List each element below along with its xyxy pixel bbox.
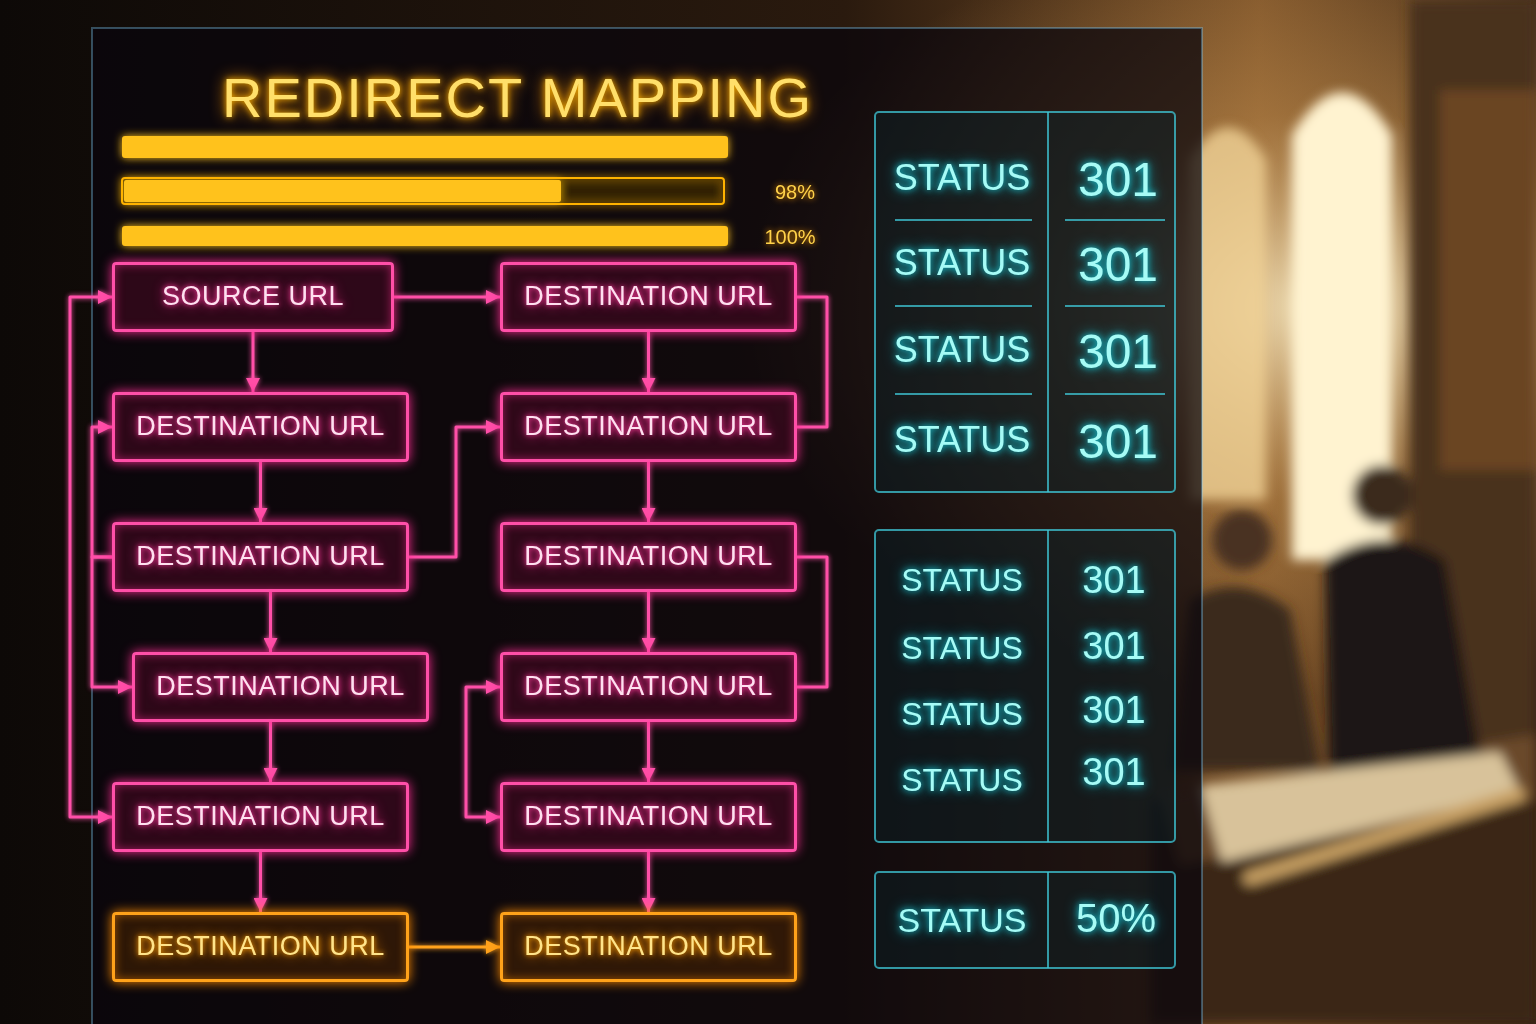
url-box: DESTINATION URL bbox=[500, 392, 797, 462]
url-box: SOURCE URL bbox=[112, 262, 394, 332]
url-box: DESTINATION URL bbox=[500, 652, 797, 722]
painting bbox=[1440, 90, 1536, 470]
redirect-connector bbox=[797, 297, 827, 427]
url-label: DESTINATION URL bbox=[156, 671, 405, 702]
status-cell: STATUS bbox=[894, 422, 1031, 458]
progress-bars bbox=[122, 136, 728, 246]
status-cell: STATUS bbox=[901, 632, 1022, 664]
column-divider bbox=[1047, 872, 1049, 968]
url-label: DESTINATION URL bbox=[136, 541, 385, 572]
row-divider bbox=[895, 393, 1032, 395]
status-cell: STATUS bbox=[894, 245, 1031, 281]
final-url-box: DESTINATION URL bbox=[500, 912, 797, 982]
redirect-connector bbox=[269, 722, 272, 782]
redirect-connector bbox=[70, 297, 112, 817]
redirect-connector bbox=[409, 427, 500, 557]
redirect-connector bbox=[647, 852, 650, 912]
row-divider bbox=[1065, 305, 1165, 307]
redirect-connector bbox=[394, 296, 500, 299]
status-cell: 301 bbox=[1078, 418, 1158, 466]
row-divider bbox=[895, 305, 1032, 307]
url-box: DESTINATION URL bbox=[500, 782, 797, 852]
redirect-connector bbox=[259, 852, 262, 912]
redirect-connector bbox=[797, 557, 827, 687]
url-label: DESTINATION URL bbox=[524, 281, 773, 312]
row-divider bbox=[895, 219, 1032, 221]
status-cell: STATUS bbox=[897, 903, 1026, 937]
status-cell: 301 bbox=[1082, 627, 1145, 665]
status-cell: 301 bbox=[1082, 691, 1145, 729]
row-divider bbox=[1065, 219, 1165, 221]
column-divider bbox=[1047, 112, 1049, 492]
url-box: DESTINATION URL bbox=[132, 652, 429, 722]
progress-percent: 98% bbox=[775, 182, 815, 202]
person-head bbox=[1212, 510, 1272, 570]
person-right bbox=[1325, 540, 1485, 780]
redirect-connector bbox=[647, 722, 650, 782]
url-box: DESTINATION URL bbox=[112, 782, 409, 852]
status-panel bbox=[875, 872, 1175, 968]
status-cell: 301 bbox=[1078, 156, 1158, 204]
status-cell: 301 bbox=[1082, 753, 1145, 791]
url-box: DESTINATION URL bbox=[112, 392, 409, 462]
status-panel bbox=[875, 530, 1175, 842]
glass-panel bbox=[92, 28, 1202, 1024]
redirect-connector bbox=[647, 592, 650, 652]
status-cell: STATUS bbox=[901, 698, 1022, 730]
status-cell: STATUS bbox=[894, 160, 1031, 196]
url-label: DESTINATION URL bbox=[136, 801, 385, 832]
status-cell: STATUS bbox=[901, 764, 1022, 796]
url-label: DESTINATION URL bbox=[524, 541, 773, 572]
redirect-connector bbox=[647, 332, 650, 392]
redirect-connector bbox=[269, 592, 272, 652]
url-label: DESTINATION URL bbox=[524, 411, 773, 442]
status-cell: 301 bbox=[1078, 328, 1158, 376]
progress-bar bbox=[122, 226, 728, 246]
room-illustration bbox=[1150, 0, 1536, 1024]
status-cell: 301 bbox=[1078, 241, 1158, 289]
person-head bbox=[1352, 465, 1412, 525]
row-divider bbox=[1065, 393, 1165, 395]
table-body bbox=[1150, 740, 1536, 1024]
connectors bbox=[70, 297, 827, 947]
url-label: DESTINATION URL bbox=[524, 671, 773, 702]
progress-track bbox=[122, 178, 724, 204]
scroll-roll bbox=[1250, 795, 1518, 878]
url-label: DESTINATION URL bbox=[524, 931, 773, 962]
redirect-connector bbox=[409, 946, 500, 949]
status-panels bbox=[875, 112, 1175, 968]
status-cell: STATUS bbox=[901, 564, 1022, 596]
url-label: DESTINATION URL bbox=[136, 411, 385, 442]
status-cell: 301 bbox=[1082, 561, 1145, 599]
status-cell: STATUS bbox=[894, 332, 1031, 368]
progress-fill bbox=[124, 180, 561, 202]
url-box: DESTINATION URL bbox=[500, 262, 797, 332]
url-label: SOURCE URL bbox=[162, 281, 344, 312]
column-divider bbox=[1047, 530, 1049, 842]
url-box: DESTINATION URL bbox=[500, 522, 797, 592]
redirect-connector bbox=[259, 462, 262, 522]
url-label: DESTINATION URL bbox=[524, 801, 773, 832]
url-label: DESTINATION URL bbox=[136, 931, 385, 962]
final-url-box: DESTINATION URL bbox=[112, 912, 409, 982]
progress-percent: 100% bbox=[764, 227, 815, 247]
redirect-connector bbox=[252, 332, 255, 392]
status-panel bbox=[875, 112, 1175, 492]
progress-bar bbox=[122, 136, 728, 158]
redirect-connector bbox=[647, 462, 650, 522]
redirect-connector bbox=[466, 687, 500, 817]
url-box: DESTINATION URL bbox=[112, 522, 409, 592]
diagram-title: REDIRECT MAPPING bbox=[222, 70, 813, 126]
status-cell: 50% bbox=[1076, 898, 1156, 938]
redirect-connector bbox=[92, 427, 112, 557]
